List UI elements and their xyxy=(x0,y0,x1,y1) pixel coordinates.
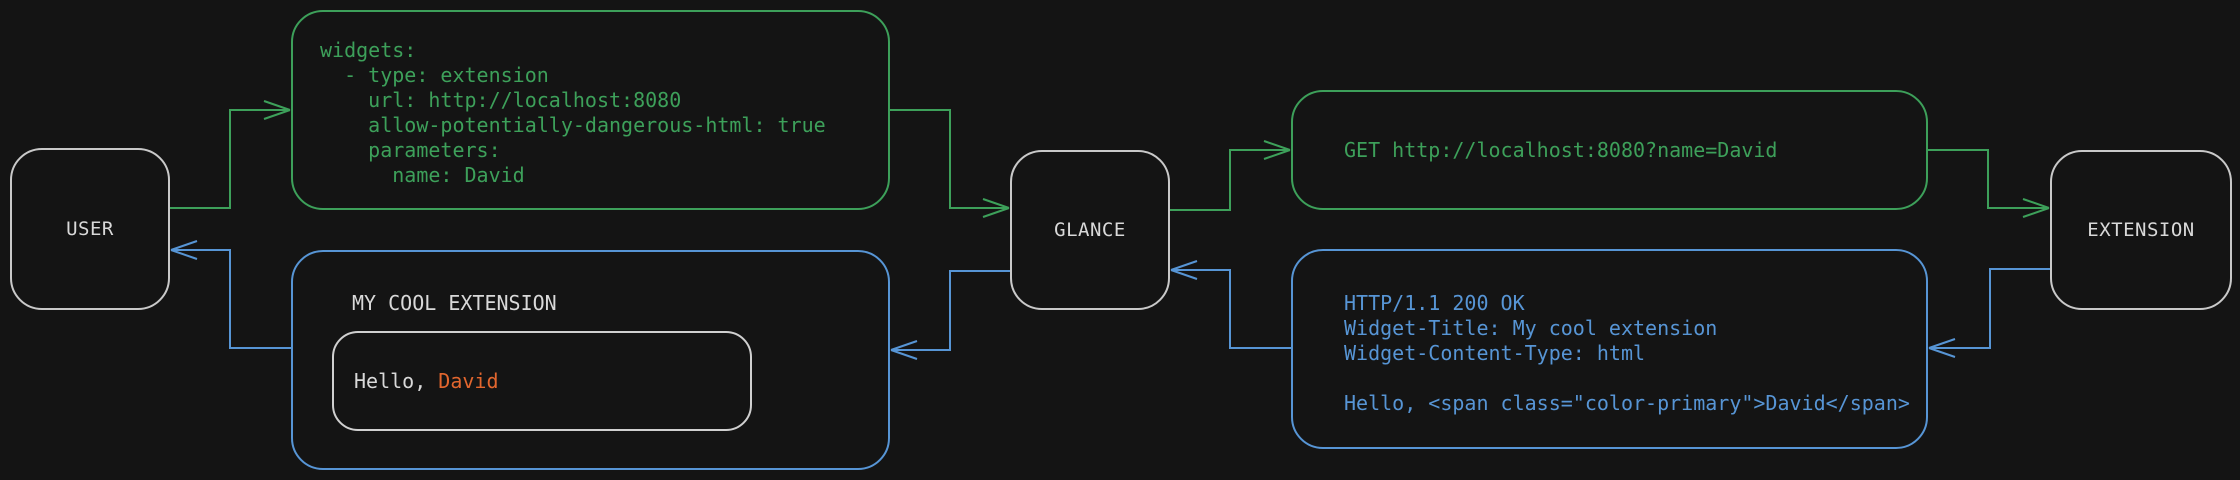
connector-user-to-config xyxy=(170,100,291,209)
arrowhead-right-icon xyxy=(2022,198,2050,218)
connector-line xyxy=(1171,269,1291,349)
connector-line xyxy=(1929,268,2050,349)
connector-line xyxy=(171,249,291,349)
connector-widget-to-user xyxy=(170,240,291,349)
widget-greeting-text: Hello, xyxy=(354,369,439,393)
connector-line xyxy=(1170,149,1290,211)
http-response-box: HTTP/1.1 200 OK Widget-Title: My cool ex… xyxy=(1291,249,1928,449)
connector-request-to-extension xyxy=(1928,149,2050,218)
connector-line xyxy=(890,109,1009,209)
arrowhead-left-icon xyxy=(1928,338,1956,358)
arrowhead-left-icon xyxy=(1170,260,1198,280)
node-extension-label: EXTENSION xyxy=(2087,219,2195,241)
connector-line xyxy=(891,270,1010,351)
http-response-code: HTTP/1.1 200 OK Widget-Title: My cool ex… xyxy=(1344,291,1910,415)
connector-glance-to-widget xyxy=(890,270,1010,360)
node-glance: GLANCE xyxy=(1010,150,1170,310)
connector-line xyxy=(1928,149,2049,209)
config-yaml-box: widgets: - type: extension url: http://l… xyxy=(291,10,890,210)
widget-preview-title: MY COOL EXTENSION xyxy=(352,291,557,315)
arrowhead-right-icon xyxy=(982,198,1010,218)
arrowhead-right-icon xyxy=(1263,140,1291,160)
node-glance-label: GLANCE xyxy=(1054,219,1126,241)
widget-greeting-name: David xyxy=(438,369,499,393)
arrowhead-right-icon xyxy=(263,100,291,120)
connector-line xyxy=(170,109,290,209)
connector-extension-to-response xyxy=(1928,268,2050,358)
node-user: USER xyxy=(10,148,170,310)
node-extension: EXTENSION xyxy=(2050,150,2232,310)
node-user-label: USER xyxy=(66,218,114,240)
widget-content-box: Hello, David xyxy=(332,331,752,431)
widget-preview-box: MY COOL EXTENSION Hello, David xyxy=(291,250,890,470)
connector-config-to-glance xyxy=(890,109,1010,218)
config-yaml-code: widgets: - type: extension url: http://l… xyxy=(320,38,826,187)
arrowhead-left-icon xyxy=(890,340,918,360)
http-request-text: GET http://localhost:8080?name=David xyxy=(1344,138,1778,162)
connector-glance-to-request xyxy=(1170,140,1291,211)
arrowhead-left-icon xyxy=(170,240,198,260)
http-request-box: GET http://localhost:8080?name=David xyxy=(1291,90,1928,210)
connector-response-to-glance xyxy=(1170,260,1291,349)
